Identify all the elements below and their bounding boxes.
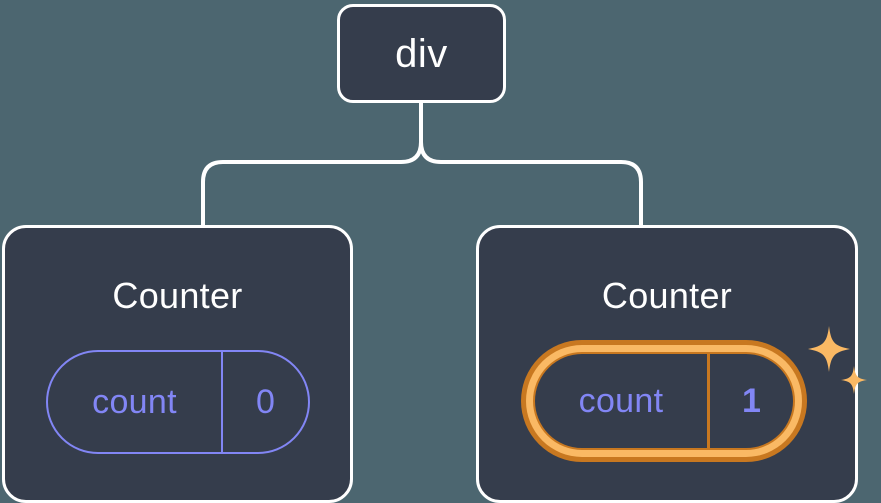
state-pill-highlight-inner-ring: count 1: [526, 345, 802, 457]
counter-left-title: Counter: [112, 275, 243, 316]
sparkle-small-icon: [841, 366, 867, 394]
state-pill-count-right[interactable]: count 1: [533, 352, 795, 450]
counter-right-title: Counter: [601, 275, 733, 316]
state-value-right: 1: [742, 381, 761, 420]
node-div-label: div: [395, 31, 448, 76]
state-key-label-right: count: [535, 354, 710, 448]
node-div[interactable]: div: [337, 4, 506, 103]
state-pill-highlight-ring: count 1: [521, 340, 807, 462]
node-counter-left[interactable]: Counter count 0: [2, 225, 353, 503]
state-value-left: 0: [256, 382, 275, 421]
sparkle-large-icon: [808, 326, 850, 372]
sparkles-group: [808, 326, 867, 394]
state-pill-count-left[interactable]: count 0: [46, 350, 310, 454]
node-counter-right[interactable]: Counter count 1: [476, 225, 867, 503]
state-key-label-left: count: [48, 352, 223, 452]
